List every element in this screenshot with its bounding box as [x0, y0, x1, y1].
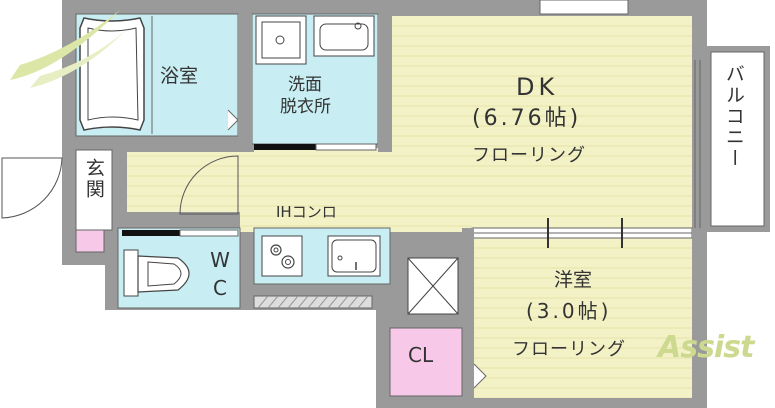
closet-floor — [389, 327, 463, 397]
dk-flooring-label: フローリング — [472, 145, 586, 166]
entrance-door-swing — [1, 157, 63, 219]
western-room-flooring-label: フローリング — [512, 339, 626, 360]
dk-floor — [127, 16, 692, 232]
ih-stove-label: IHコンロ — [276, 203, 337, 221]
closet-label: CL — [408, 343, 434, 367]
western-room-label: 洋室 — [554, 269, 593, 291]
dk-size-label: (6.76帖) — [472, 106, 582, 131]
western-room-floor — [472, 238, 692, 408]
balcony-floor — [710, 51, 765, 227]
western-room-size-label: (3.0帖) — [526, 299, 612, 323]
assist-logo-text: Assist — [658, 330, 754, 365]
wc-label: WC — [208, 248, 232, 304]
dk-label: DK — [516, 73, 559, 101]
kitchen-sink — [327, 235, 381, 277]
entrance-floor — [75, 149, 113, 231]
ih-stove-top — [261, 235, 303, 277]
entrance-label: 玄関 — [82, 158, 105, 200]
washroom-label-line1: 洗面 — [288, 75, 322, 95]
washroom-label-line2: 脱衣所 — [280, 97, 331, 117]
balcony-label: バルコニー — [722, 64, 745, 169]
shoe-storage — [75, 229, 105, 253]
toilet-tank — [123, 249, 139, 297]
window-top — [539, 0, 629, 15]
bathroom-label: 浴室 — [160, 65, 199, 87]
dk-floor-lines — [127, 25, 692, 227]
assist-logo-mark — [10, 10, 126, 88]
door-swing-dk — [179, 155, 239, 215]
washing-machine-space — [255, 15, 307, 65]
